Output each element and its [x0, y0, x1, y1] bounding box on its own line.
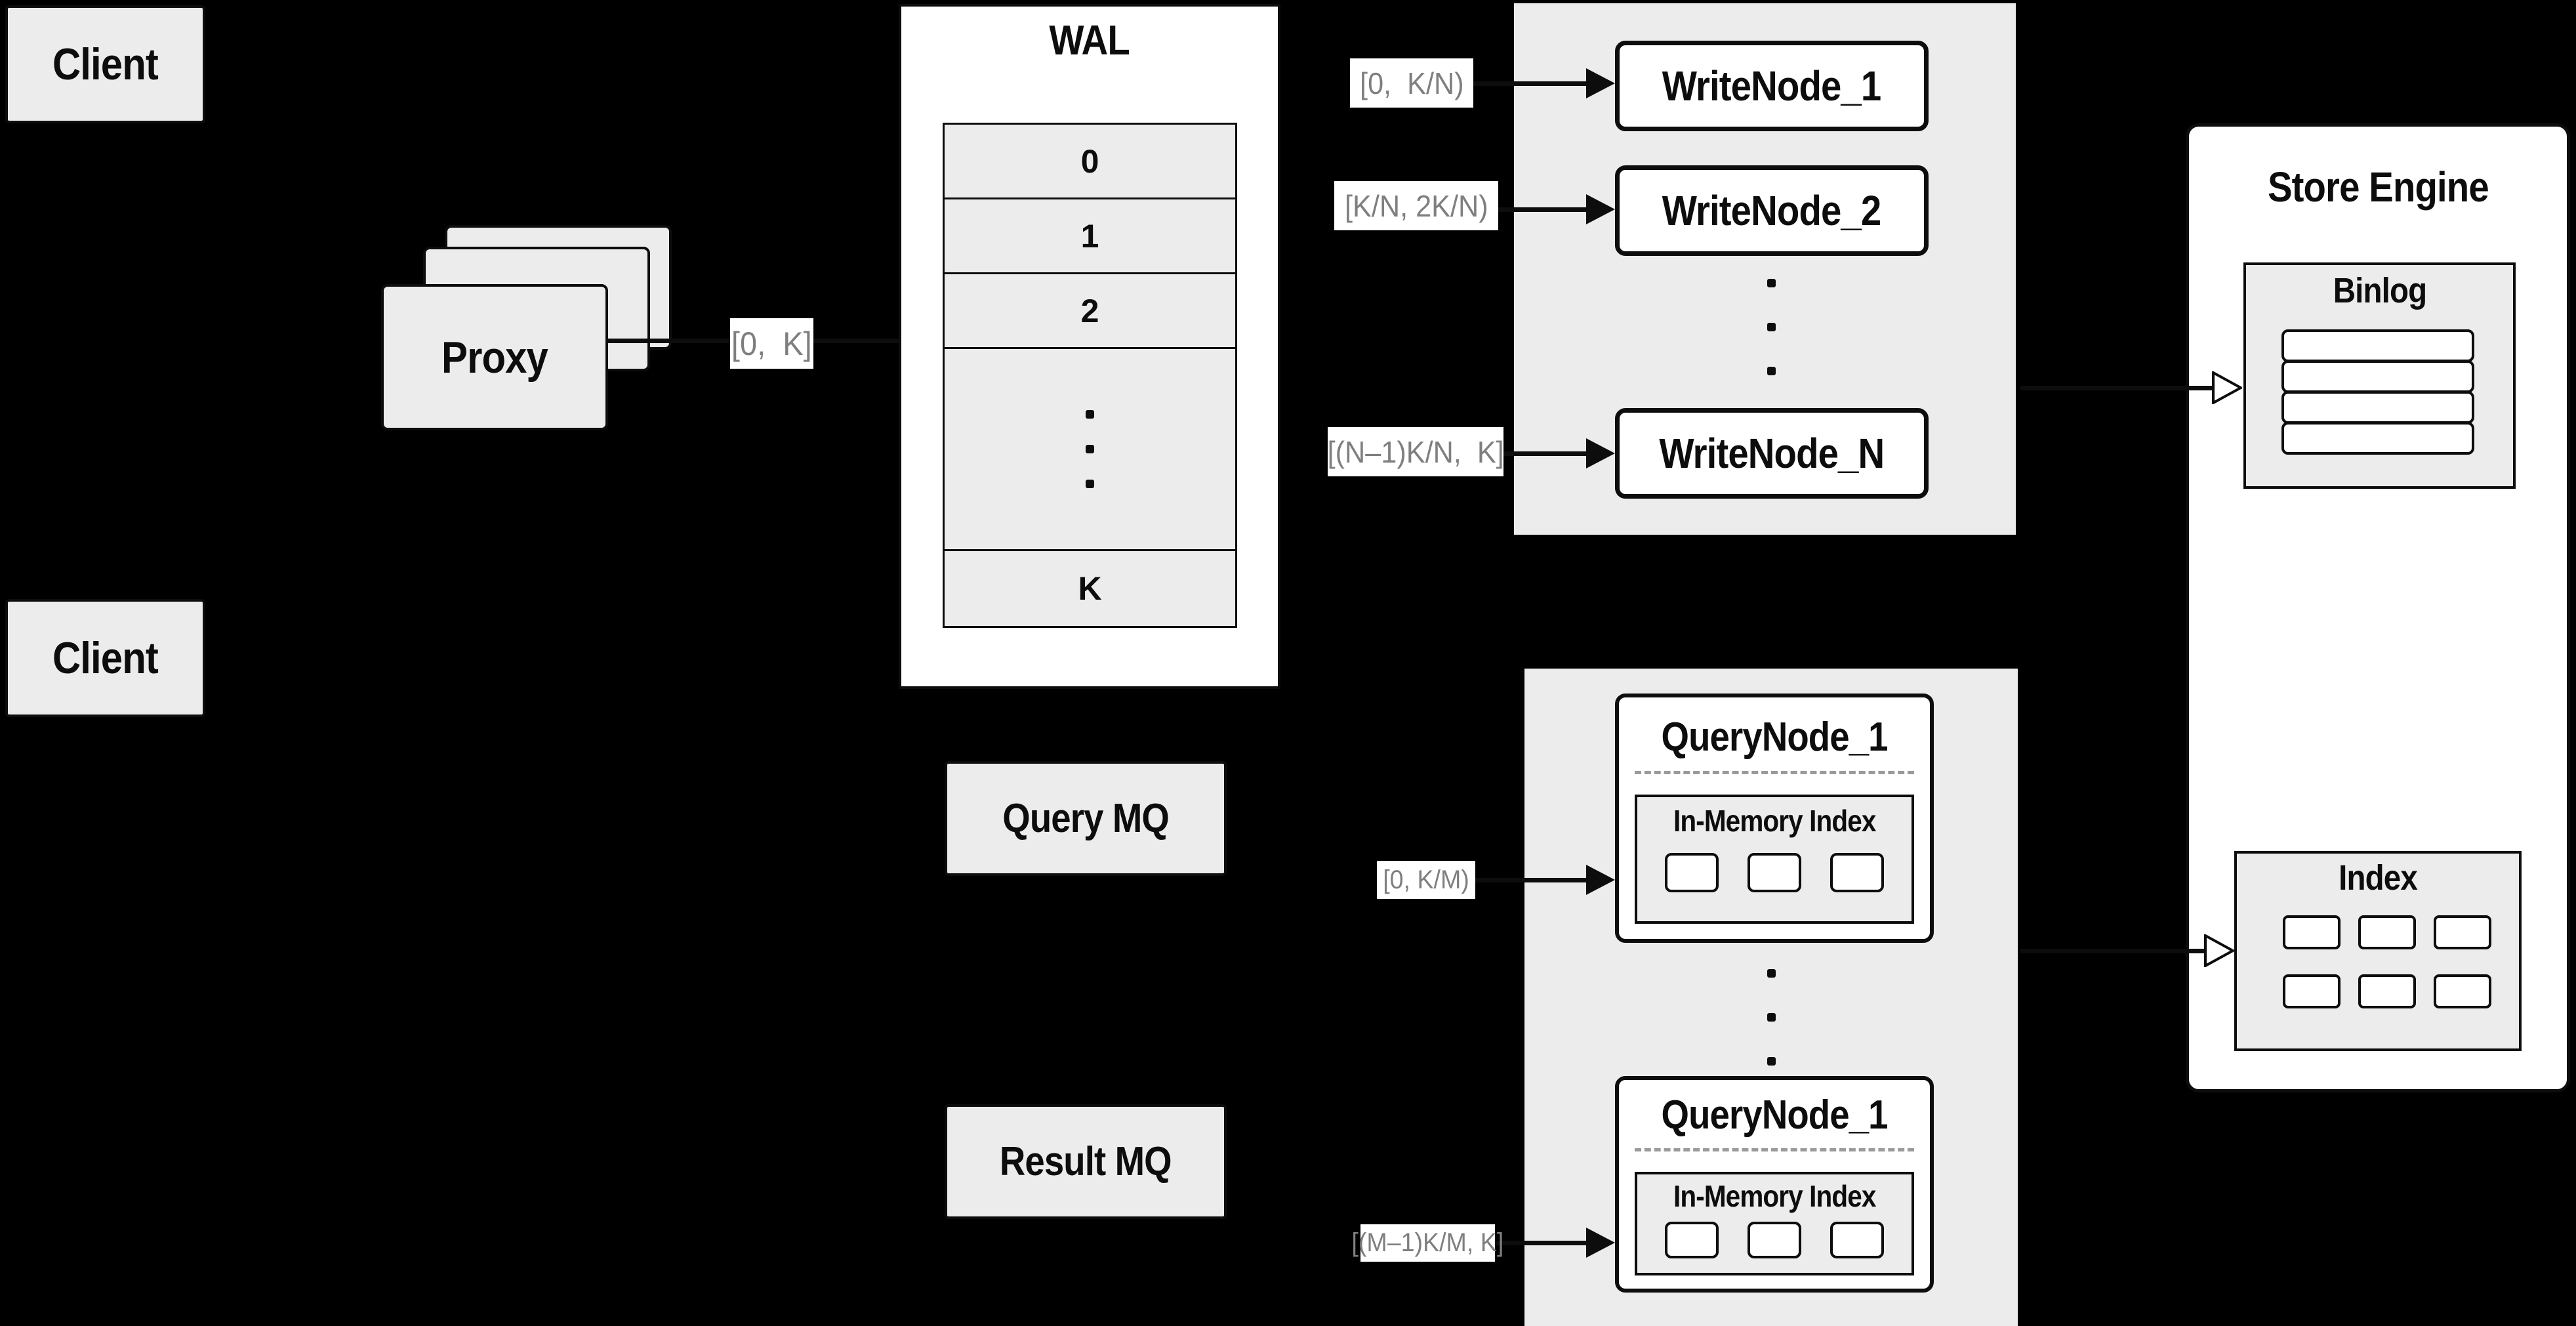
index-cell — [2283, 974, 2341, 1008]
segment-chip — [1830, 1222, 1884, 1258]
result-mq-box: Result MQ — [945, 1104, 1227, 1219]
range-label-writenode-n: [(N–1)K/N, K] — [1327, 427, 1504, 476]
range-label-writenode-1: [0, K/N) — [1350, 58, 1473, 108]
client-box-bottom: Client — [5, 599, 205, 717]
binlog-title: Binlog — [2333, 271, 2426, 310]
wal-title: WAL — [1049, 16, 1130, 64]
in-memory-index-title-2: In-Memory Index — [1673, 1179, 1876, 1213]
range-label-proxy-to-wal: [0, K] — [730, 318, 813, 369]
wal-segment-2: 2 — [943, 272, 1237, 349]
index-cell — [2434, 974, 2491, 1008]
store-engine-title: Store Engine — [2267, 163, 2489, 211]
in-memory-index-title-1: In-Memory Index — [1673, 804, 1876, 838]
query-mq-box: Query MQ — [945, 761, 1227, 876]
arrow-to-writenode-2-shaft — [1498, 207, 1587, 212]
arrow-to-writenode-n-shaft — [1503, 451, 1587, 456]
binlog-row — [2281, 329, 2474, 362]
query-node-m-title: QueryNode_1 — [1661, 1092, 1888, 1138]
index-cell — [2358, 915, 2416, 949]
write-node-n: WriteNode_N — [1615, 408, 1929, 499]
range-label-querynode-m: [(M–1)K/M, K] — [1352, 1224, 1503, 1262]
query-node-m-divider — [1635, 1148, 1914, 1151]
arrow-to-querynode-m-head-icon — [1586, 1228, 1615, 1258]
range-label-writenode-2: [K/N, 2K/N) — [1334, 181, 1498, 230]
wal-ellipsis-icon — [943, 347, 1237, 551]
client-box-top: Client — [5, 5, 205, 123]
wal-segment-k: K — [943, 549, 1237, 628]
binlog-row — [2281, 391, 2474, 424]
wal-segment-0: 0 — [943, 123, 1237, 199]
index-box — [2234, 851, 2522, 1051]
index-cell — [2434, 915, 2491, 949]
segment-chip — [1748, 853, 1801, 892]
arrow-query-to-index-shaft — [2020, 949, 2207, 953]
arrow-query-to-index-head-icon — [2204, 934, 2234, 967]
query-ellipsis-icon — [1767, 969, 1776, 978]
binlog-row — [2281, 360, 2474, 393]
arrow-to-querynode-1-head-icon — [1586, 865, 1615, 895]
arrow-to-querynode-1-shaft — [1475, 878, 1587, 882]
write-node-2: WriteNode_2 — [1615, 165, 1929, 256]
segment-chip — [1830, 853, 1884, 892]
write-ellipsis-icon — [1767, 279, 1776, 287]
arrow-to-writenode-2-head-icon — [1586, 194, 1615, 224]
arrow-to-querynode-m-shaft — [1495, 1241, 1587, 1245]
segment-chip — [1665, 853, 1719, 892]
index-title: Index — [2339, 858, 2418, 898]
index-cell — [2358, 974, 2416, 1008]
proxy-card-front: Proxy — [381, 284, 608, 430]
write-node-1: WriteNode_1 — [1615, 41, 1929, 131]
binlog-row — [2281, 422, 2474, 455]
segment-chip — [1665, 1222, 1719, 1258]
range-label-querynode-1: [0, K/M) — [1377, 861, 1475, 899]
arrow-write-to-binlog-head-icon — [2212, 371, 2242, 404]
arrow-write-to-binlog-shaft — [2020, 386, 2215, 390]
wal-segment-1: 1 — [943, 197, 1237, 274]
client-bottom-label: Client — [52, 633, 159, 683]
query-node-1-title: QueryNode_1 — [1661, 715, 1888, 760]
client-top-label: Client — [52, 39, 159, 89]
segment-chip — [1748, 1222, 1801, 1258]
proxy-label: Proxy — [441, 332, 548, 383]
arrow-to-writenode-1-shaft — [1473, 81, 1587, 86]
query-node-1-divider — [1635, 771, 1914, 774]
index-cell — [2283, 915, 2341, 949]
arrow-to-writenode-1-head-icon — [1586, 68, 1615, 98]
arrow-to-writenode-n-head-icon — [1586, 438, 1615, 468]
